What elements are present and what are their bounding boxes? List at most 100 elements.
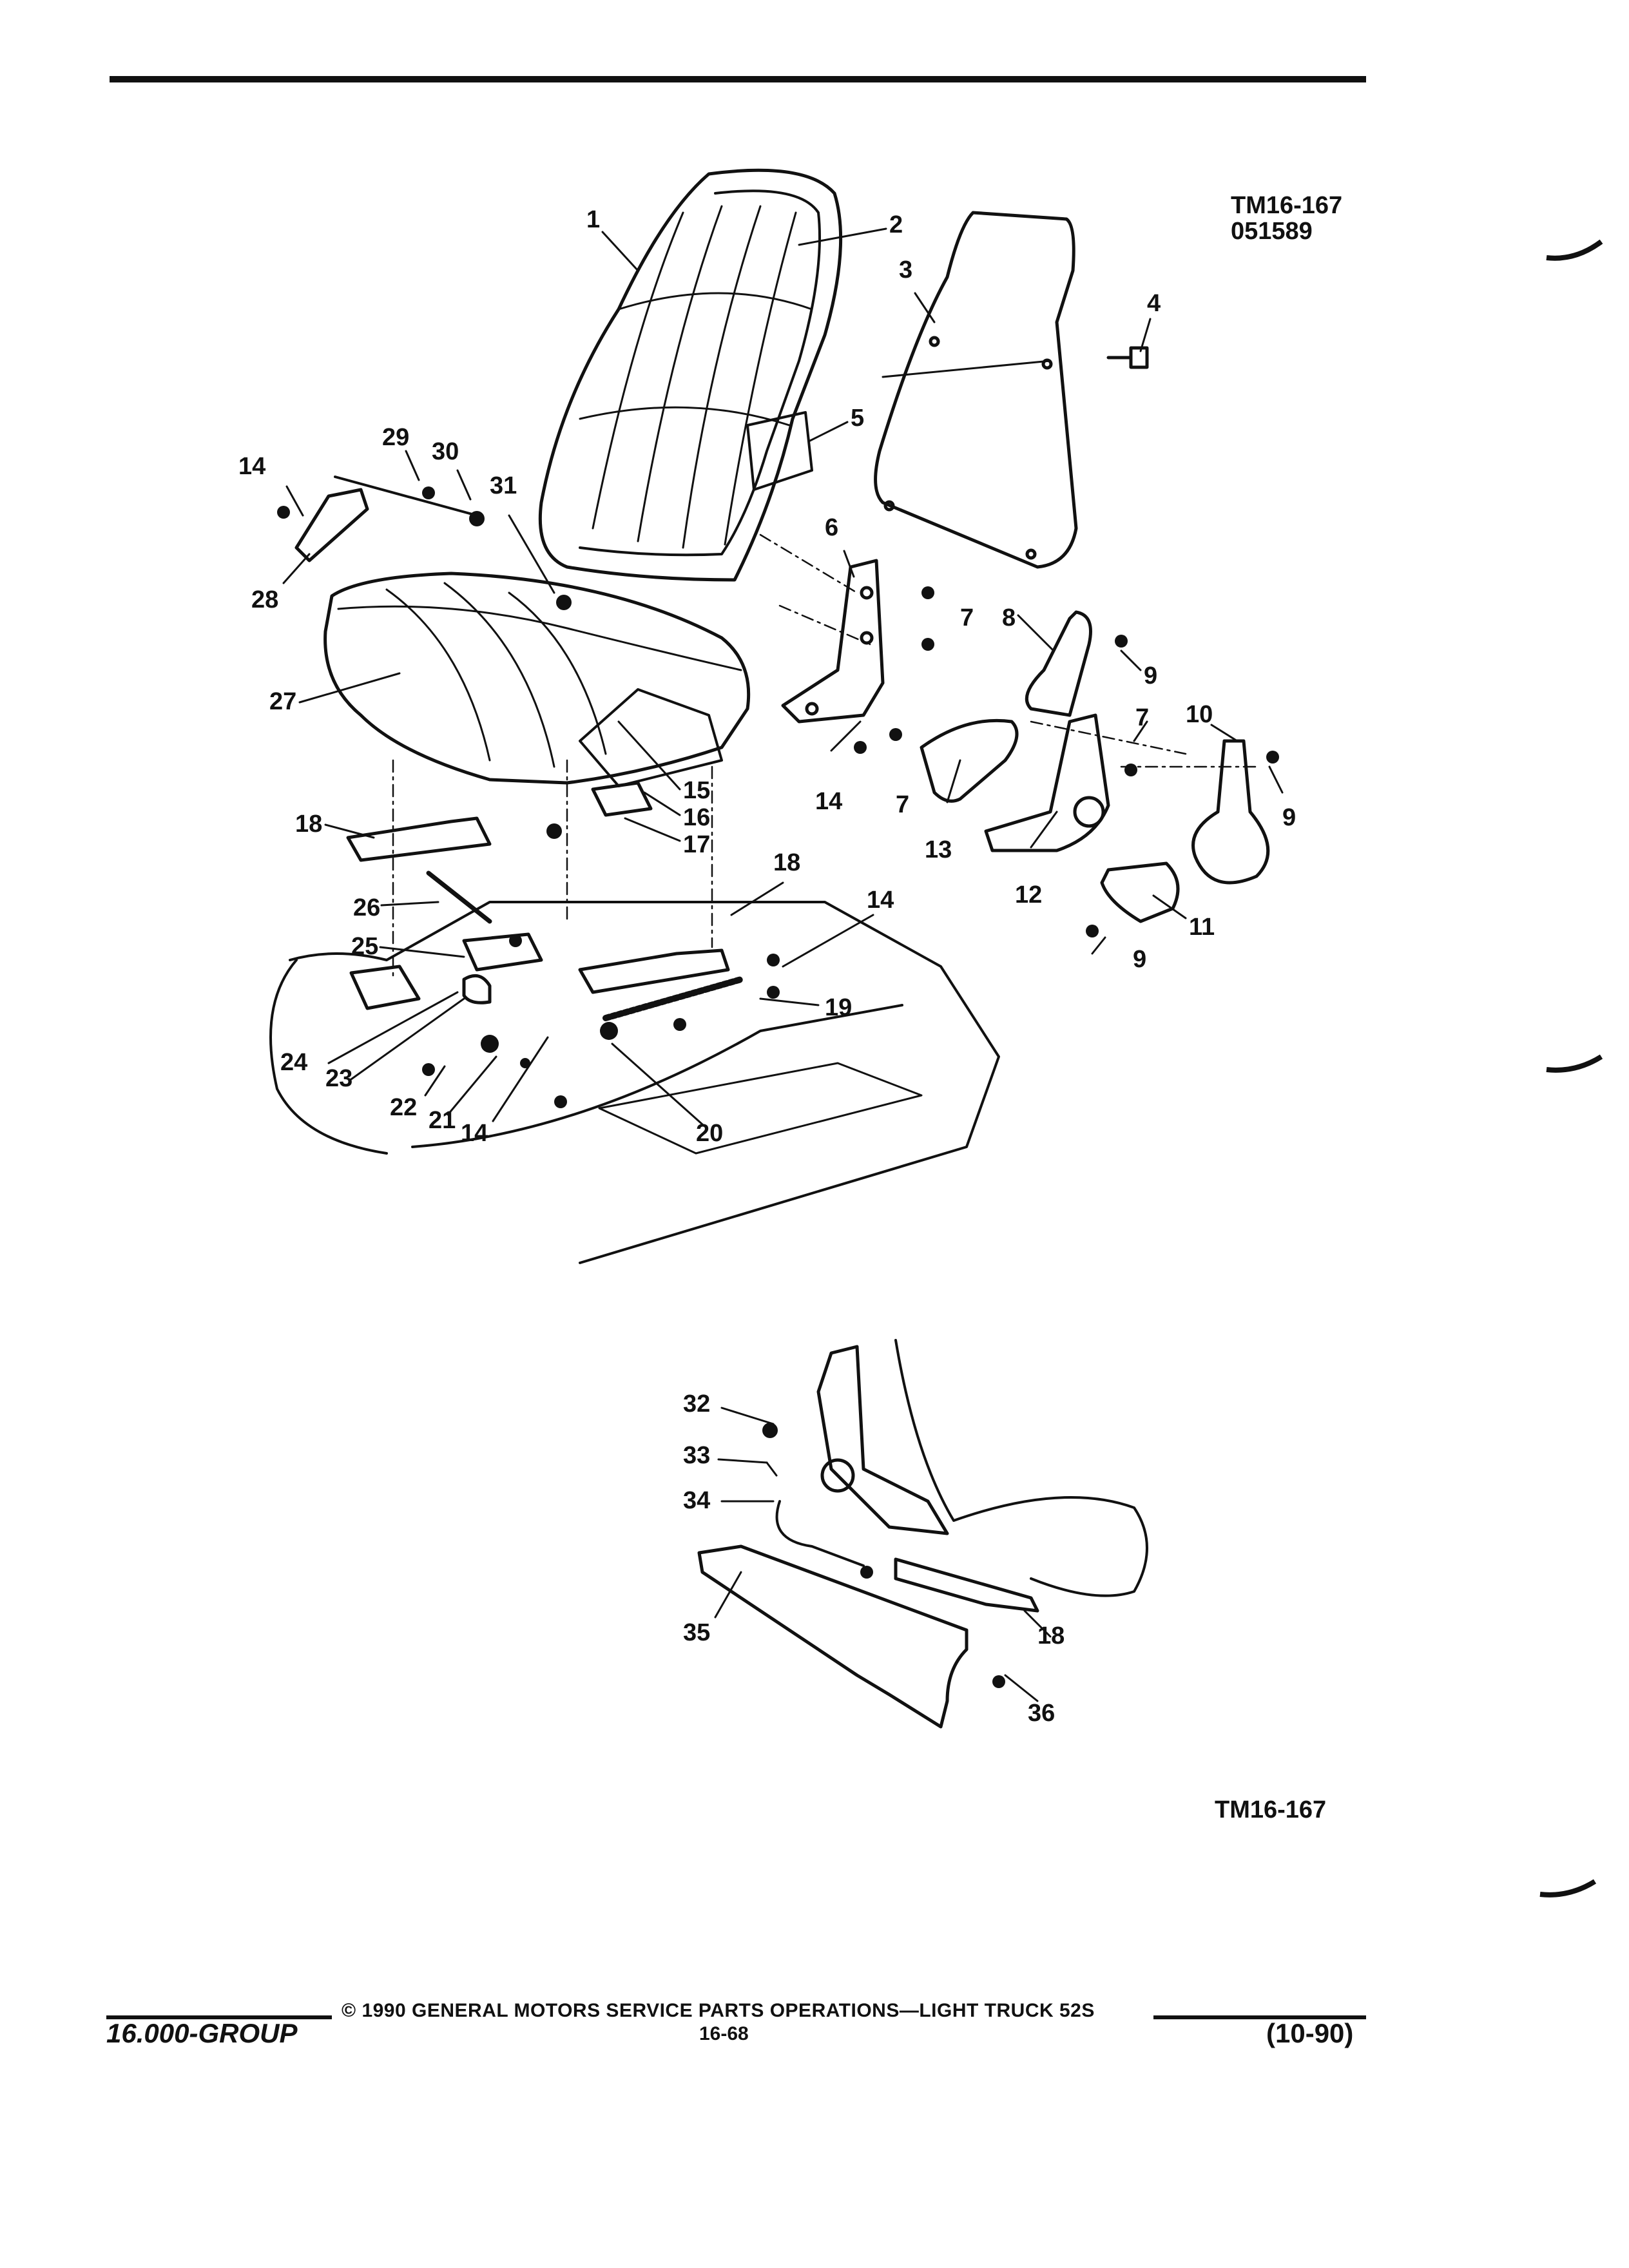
seat-back — [538, 168, 843, 582]
callout-2: 2 — [889, 211, 903, 238]
brace-17 — [591, 781, 653, 817]
seat-cushion-pleat-3 — [508, 591, 607, 755]
edge-mark-3 — [1539, 1879, 1597, 1898]
callout-12: 12 — [1015, 881, 1043, 908]
callout-18c: 18 — [1037, 1622, 1065, 1649]
recliner-12 — [984, 713, 1110, 852]
callout-32: 32 — [683, 1390, 711, 1418]
callout-30: 30 — [432, 438, 459, 465]
top-rule — [110, 76, 1366, 82]
callout-18b: 18 — [773, 849, 801, 876]
seat-back-panel — [579, 189, 821, 557]
edge-mark-1 — [1546, 239, 1603, 261]
footer-revision-date: (10-90) — [1266, 2018, 1354, 2048]
seat-cushion-pleat-2 — [443, 582, 555, 768]
callout-35: 35 — [683, 1619, 711, 1646]
callout-5: 5 — [851, 405, 865, 432]
callout-1: 1 — [586, 206, 601, 233]
inset-recliner — [816, 1345, 949, 1535]
edge-mark-2 — [1546, 1054, 1603, 1073]
seat-back-pleat-4 — [724, 211, 797, 546]
seat-back-seam-1 — [617, 292, 813, 311]
seat-back-cutaway — [746, 411, 813, 491]
seat-cushion-top — [337, 605, 742, 671]
callout-14a: 14 — [238, 453, 266, 480]
back-panel-rod — [882, 360, 1052, 378]
inset-seat-side — [894, 1339, 1148, 1597]
callout-14b: 14 — [815, 788, 843, 815]
riser-24 — [349, 965, 421, 1010]
callout-9a: 9 — [1144, 662, 1158, 689]
callout-8: 8 — [1002, 604, 1016, 631]
callout-15: 15 — [683, 777, 711, 804]
callout-25: 25 — [351, 933, 379, 960]
seat-back-pleat-1 — [592, 211, 684, 530]
callout-29: 29 — [382, 424, 410, 451]
footer-copyright: © 1990 GENERAL MOTORS SERVICE PARTS OPER… — [342, 2000, 1095, 2021]
callout-21: 21 — [429, 1107, 456, 1134]
seat-cushion-cutaway — [579, 688, 723, 787]
callout-7c: 7 — [1135, 704, 1150, 731]
callout-34: 34 — [683, 1487, 711, 1514]
seat-cushion — [323, 572, 751, 785]
callout-14c: 14 — [867, 887, 894, 914]
callout-27: 27 — [269, 688, 297, 715]
cover-13 — [920, 718, 1019, 803]
handle-10 — [1191, 739, 1270, 885]
callout-23: 23 — [325, 1065, 353, 1092]
callout-9b: 9 — [1282, 804, 1296, 831]
callout-22: 22 — [390, 1094, 418, 1121]
floor-well — [598, 1062, 923, 1155]
callout-16: 16 — [683, 804, 711, 831]
seat-cushion-pleat-1 — [385, 588, 491, 762]
callout-17: 17 — [683, 831, 711, 858]
callout-33: 33 — [683, 1442, 711, 1469]
bar-28 — [294, 488, 369, 562]
callout-18a: 18 — [295, 811, 323, 838]
callout-19: 19 — [825, 994, 853, 1021]
cover-8 — [1025, 610, 1092, 717]
seat-back-pleat-3 — [682, 205, 762, 549]
callout-26: 26 — [353, 894, 381, 921]
callout-13: 13 — [925, 836, 952, 863]
inset-track — [894, 1557, 1039, 1613]
callout-9c: 9 — [1133, 946, 1147, 973]
figure-id-bottom: TM16-167 — [1215, 1796, 1327, 1823]
figure-id-top: TM16-167 051589 — [1231, 193, 1342, 245]
footer-group-label: 16.000-GROUP — [106, 2018, 298, 2048]
callout-31: 31 — [490, 472, 517, 499]
callout-36: 36 — [1028, 1700, 1055, 1727]
callout-10: 10 — [1186, 701, 1213, 728]
seat-back-pleat-2 — [637, 205, 723, 543]
callout-24: 24 — [280, 1049, 308, 1076]
footer-page-number: 16-68 — [699, 2023, 749, 2044]
seat-track-right — [578, 948, 730, 994]
spring-19 — [602, 976, 744, 1021]
seat-track-left — [346, 816, 492, 862]
inset-cable — [775, 1500, 865, 1567]
floor-pan — [289, 901, 1000, 1264]
figure-id-top-number: TM16-167 — [1231, 192, 1343, 219]
callout-11: 11 — [1189, 914, 1215, 941]
adjuster-25 — [462, 932, 543, 972]
callout-14d: 14 — [461, 1120, 488, 1147]
footer-rule-left — [106, 2015, 332, 2019]
figure-id-date: 051589 — [1231, 217, 1313, 245]
rod-26 — [426, 870, 492, 924]
recliner-bracket — [781, 559, 885, 724]
wheelhouse — [269, 959, 388, 1155]
callout-3: 3 — [899, 256, 913, 284]
callout-20: 20 — [696, 1120, 724, 1147]
floor-tunnel — [411, 1004, 903, 1148]
callout-7b: 7 — [896, 791, 910, 818]
back-panel — [874, 211, 1078, 569]
handle-23 — [462, 974, 492, 1004]
callout-7a: 7 — [960, 604, 974, 631]
callout-4: 4 — [1147, 290, 1161, 317]
footer-rule-right — [1153, 2015, 1366, 2019]
cover-11 — [1100, 861, 1180, 923]
inset-trim-35 — [697, 1544, 969, 1729]
callout-28: 28 — [251, 586, 279, 613]
seat-back-seam-2 — [579, 406, 791, 427]
